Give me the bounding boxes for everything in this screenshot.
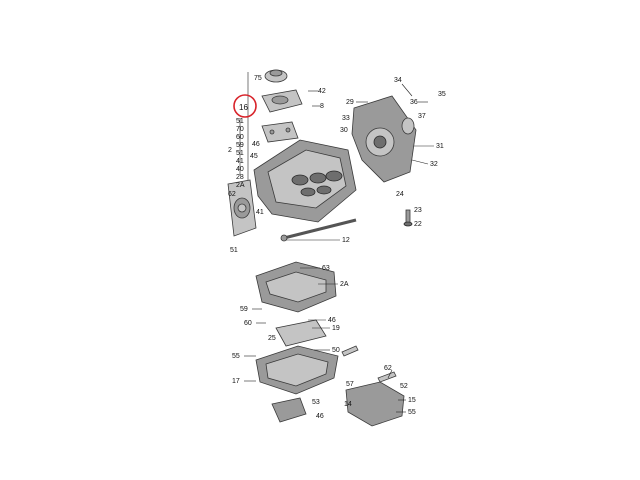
callout-label: 2 — [228, 147, 232, 154]
callout-label: 51 — [230, 247, 238, 254]
callout-label: 15 — [408, 397, 416, 404]
callout-label: 46 — [316, 413, 324, 420]
oil-pan-lower-part — [345, 381, 405, 427]
oil-pump-part — [271, 397, 307, 423]
callout-label: 41 — [236, 158, 244, 165]
callout-label: 75 — [254, 75, 262, 82]
callout-label: 31 — [436, 143, 444, 150]
baffle-part — [275, 319, 327, 347]
callout-label: 51 — [236, 118, 244, 125]
callout-label: 55 — [232, 353, 240, 360]
callout-label: 51 — [236, 150, 244, 157]
callout-label: 33 — [342, 115, 350, 122]
callout-label: 62 — [228, 191, 236, 198]
bolt-part — [403, 209, 413, 227]
highlight-label: 16 — [239, 103, 248, 112]
callout-label: 60 — [236, 134, 244, 141]
callout-label: 12 — [342, 237, 350, 244]
shaft-part — [280, 218, 357, 242]
callout-label: 50 — [332, 347, 340, 354]
bedplate-part — [255, 261, 337, 313]
callout-label: 62 — [384, 365, 392, 372]
callout-label: 57 — [346, 381, 354, 388]
oil-pan-upper-part — [255, 345, 339, 395]
callout-label: 46 — [328, 317, 336, 324]
callout-label: 46 — [252, 141, 260, 148]
callout-label: 2A — [236, 182, 245, 189]
rear-cover-part — [351, 95, 417, 183]
callout-label: 41 — [256, 209, 264, 216]
callout-label: 24 — [396, 191, 404, 198]
callout-label: 28 — [236, 174, 244, 181]
upper-cap-part — [264, 69, 288, 83]
callout-label: 17 — [232, 378, 240, 385]
callout-label: 63 — [322, 265, 330, 272]
callout-label: 35 — [438, 91, 446, 98]
callout-label: 55 — [408, 409, 416, 416]
callout-label: 23 — [414, 207, 422, 214]
callout-label: 14 — [344, 401, 352, 408]
callout-label: 32 — [430, 161, 438, 168]
gasket-strip-part — [341, 345, 397, 383]
filter-housing-part — [261, 89, 303, 113]
engine-block-part — [253, 139, 357, 223]
callout-label: 59 — [240, 306, 248, 313]
callout-label: 34 — [394, 77, 402, 84]
callout-label: 42 — [318, 88, 326, 95]
callout-label: 60 — [244, 320, 252, 327]
cover-plate-part — [261, 121, 299, 143]
callout-label: 52 — [400, 383, 408, 390]
callout-label: 45 — [250, 153, 258, 160]
callout-label: 8 — [320, 103, 324, 110]
callout-label: 29 — [346, 99, 354, 106]
callout-label: 40 — [236, 166, 244, 173]
callout-label: 36 — [410, 99, 418, 106]
callout-label: 25 — [268, 335, 276, 342]
callout-label: 2A — [340, 281, 349, 288]
callout-label: 53 — [312, 399, 320, 406]
leader-lines — [244, 83, 434, 413]
front-cover-part — [227, 179, 257, 237]
callout-labels: 75 42 8 51 70 60 59 51 41 40 28 2A 2 46 … — [228, 75, 446, 420]
highlight-callout[interactable]: 16 — [233, 94, 257, 118]
callout-bracket — [239, 72, 249, 182]
callout-label: 59 — [236, 142, 244, 149]
callout-label: 22 — [414, 221, 422, 228]
callout-label: 19 — [332, 325, 340, 332]
callout-label: 70 — [236, 126, 244, 133]
callout-label: 30 — [340, 127, 348, 134]
callout-label: 37 — [418, 113, 426, 120]
